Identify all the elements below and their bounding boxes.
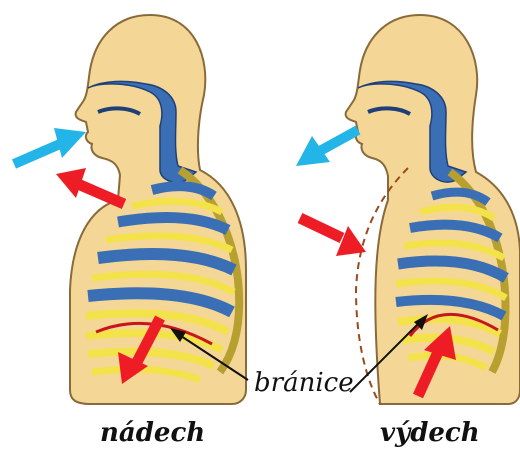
cyan-arrow-in-icon xyxy=(14,128,86,164)
exhale-figure xyxy=(296,15,520,404)
chest-contract-arrow-icon xyxy=(300,218,366,256)
diaphragm-label: bránice xyxy=(254,368,354,398)
exhale-caption: výdech xyxy=(380,418,480,448)
cyan-arrow-out-icon xyxy=(296,130,358,166)
chest-expand-arrow-icon xyxy=(56,168,124,204)
inhale-caption: nádech xyxy=(100,418,205,448)
inhale-figure xyxy=(14,15,246,404)
